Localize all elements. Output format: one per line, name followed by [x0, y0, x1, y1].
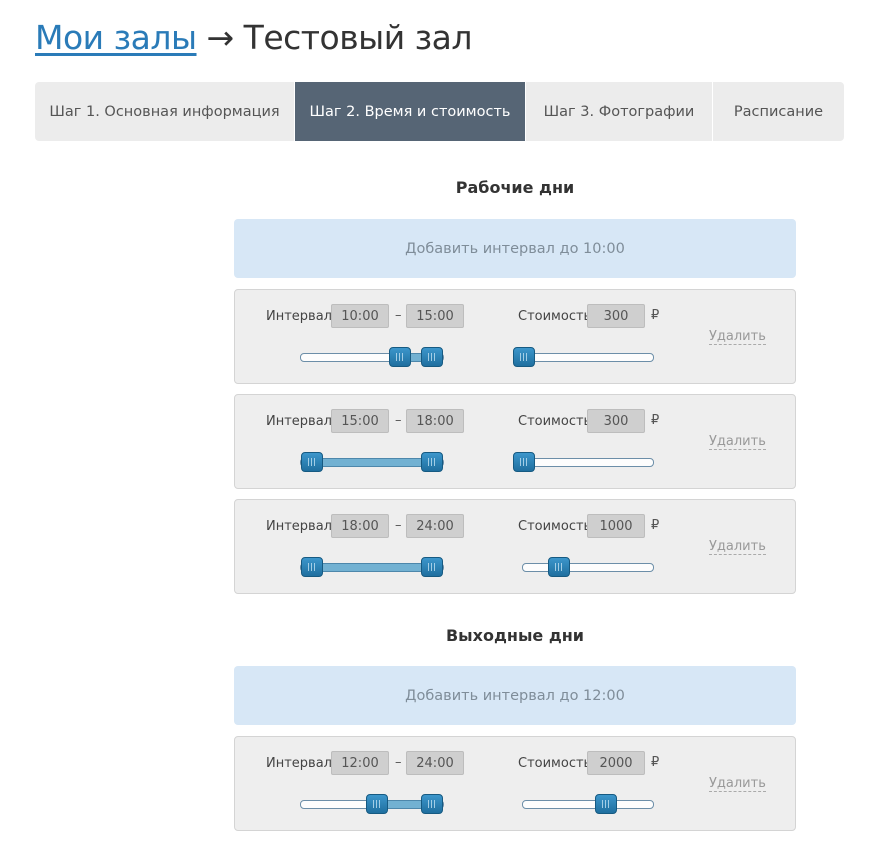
time-range-slider[interactable]: [300, 452, 444, 472]
price-label: Стоимость:: [518, 519, 596, 534]
tab-schedule[interactable]: Расписание: [712, 82, 844, 141]
breadcrumb-arrow: →: [206, 18, 235, 57]
slider-handle-price[interactable]: [513, 452, 535, 472]
interval-card: Интервал:10:00–15:00 Стоимость:300 ₽ Удалит…: [234, 289, 796, 384]
slider-handle-end[interactable]: [420, 452, 443, 472]
interval-label: Интервал:: [266, 414, 337, 429]
my-halls-link[interactable]: Мои залы: [35, 18, 197, 57]
interval-to-input[interactable]: 15:00: [406, 304, 464, 328]
slider-handle-start[interactable]: [301, 557, 323, 577]
price-input[interactable]: 300: [587, 304, 645, 328]
step-tabs: Шаг 1. Основная информация Шаг 2. Время …: [35, 82, 844, 141]
interval-dash: –: [395, 755, 402, 770]
interval-to-input[interactable]: 18:00: [406, 409, 464, 433]
price-label: Стоимость:: [518, 414, 596, 429]
ruble-sign: ₽: [651, 413, 660, 428]
ruble-sign: ₽: [651, 308, 660, 323]
time-range-fill: [301, 563, 432, 572]
price-slider[interactable]: [522, 557, 654, 577]
price-slider[interactable]: [522, 794, 654, 814]
delete-interval-link[interactable]: Удалить: [709, 539, 766, 555]
ruble-sign: ₽: [651, 755, 660, 770]
slider-handle-price[interactable]: [594, 794, 617, 814]
interval-card: Интервал:12:00–24:00 Стоимость:2000 ₽ Удали…: [234, 736, 796, 831]
tab-step-2[interactable]: Шаг 2. Время и стоимость: [294, 82, 525, 141]
tab-step-3[interactable]: Шаг 3. Фотографии: [525, 82, 712, 141]
interval-label: Интервал:: [266, 756, 337, 771]
weekends-title: Выходные дни: [445, 626, 585, 645]
page-title: Мои залы → Тестовый зал: [35, 18, 473, 57]
price-label: Стоимость:: [518, 309, 596, 324]
interval-dash: –: [395, 413, 402, 428]
time-range-fill: [301, 458, 432, 467]
ruble-sign: ₽: [651, 518, 660, 533]
slider-handle-end[interactable]: [420, 557, 443, 577]
interval-card: Интервал:15:00–18:00 Стоимость:300 ₽ Удалит…: [234, 394, 796, 489]
price-input[interactable]: 2000: [587, 751, 645, 775]
interval-from-input[interactable]: 10:00: [331, 304, 389, 328]
slider-handle-price[interactable]: [513, 347, 535, 367]
interval-card: Интервал:18:00–24:00 Стоимость:1000 ₽ Удали…: [234, 499, 796, 594]
tab-step-1[interactable]: Шаг 1. Основная информация: [49, 103, 280, 120]
time-range-slider[interactable]: [300, 557, 444, 577]
interval-dash: –: [395, 518, 402, 533]
add-interval-button[interactable]: Добавить интервал до 10:00: [234, 219, 796, 278]
add-interval-button[interactable]: Добавить интервал до 12:00: [234, 666, 796, 725]
interval-from-input[interactable]: 15:00: [331, 409, 389, 433]
delete-interval-link[interactable]: Удалить: [709, 776, 766, 792]
price-input[interactable]: 300: [587, 409, 645, 433]
time-range-slider[interactable]: [300, 794, 444, 814]
slider-handle-start[interactable]: [301, 452, 323, 472]
slider-handle-end[interactable]: [420, 794, 443, 814]
time-range-fill: [366, 800, 432, 809]
price-slider[interactable]: [513, 452, 654, 472]
interval-from-input[interactable]: 18:00: [331, 514, 389, 538]
workdays-title: Рабочие дни: [455, 178, 575, 197]
slider-handle-start[interactable]: [366, 794, 389, 814]
interval-to-input[interactable]: 24:00: [406, 751, 464, 775]
hall-name: Тестовый зал: [243, 18, 473, 57]
slider-handle-end[interactable]: [420, 347, 443, 367]
price-label: Стоимость:: [518, 756, 596, 771]
price-input[interactable]: 1000: [587, 514, 645, 538]
slider-handle-price[interactable]: [548, 557, 571, 577]
interval-label: Интервал:: [266, 309, 337, 324]
interval-from-input[interactable]: 12:00: [331, 751, 389, 775]
interval-label: Интервал:: [266, 519, 337, 534]
price-slider[interactable]: [513, 347, 654, 367]
interval-dash: –: [395, 308, 402, 323]
time-range-slider[interactable]: [300, 347, 444, 367]
delete-interval-link[interactable]: Удалить: [709, 329, 766, 345]
delete-interval-link[interactable]: Удалить: [709, 434, 766, 450]
interval-to-input[interactable]: 24:00: [406, 514, 464, 538]
slider-handle-start[interactable]: [389, 347, 412, 367]
